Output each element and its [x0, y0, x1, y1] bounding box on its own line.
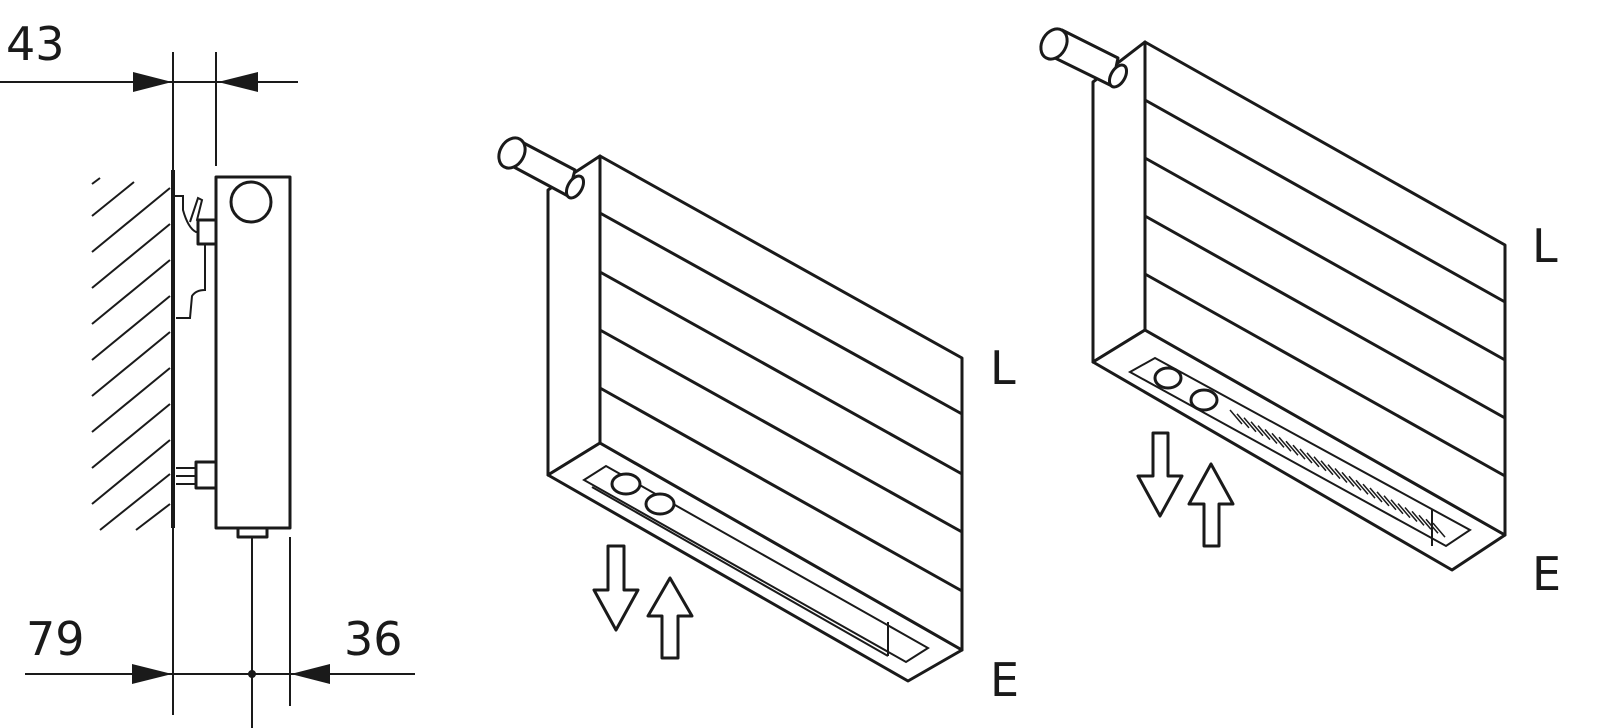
- radiator-rear-view: L E: [1039, 27, 1561, 601]
- pipe-connection: [610, 472, 642, 496]
- radiator-side-face: [546, 154, 602, 477]
- convector-fin: [1390, 499, 1404, 515]
- radiator-front-view: L E: [497, 136, 1019, 707]
- convector-fin: [1306, 452, 1320, 468]
- convector-fin: [1376, 491, 1390, 507]
- arrow-up-icon: [646, 576, 694, 660]
- grille-line: [591, 486, 889, 657]
- convector-fin: [1271, 432, 1285, 448]
- bottom-grille-opening: [1127, 356, 1472, 548]
- wall-hatching: [91, 177, 171, 531]
- convector-fin: [1404, 507, 1418, 522]
- arrow-down-icon: [1136, 431, 1184, 518]
- center-dot: [248, 670, 256, 678]
- thermostat-valve: [497, 136, 586, 200]
- convector-fin: [1285, 440, 1299, 456]
- convector-fin: [1327, 464, 1341, 480]
- bottom-connector: [236, 526, 269, 539]
- arrow-down-icon: [592, 544, 640, 632]
- convector-fins: [1229, 409, 1446, 538]
- arrow-right-icon: [132, 664, 172, 684]
- convector-fin: [1411, 510, 1425, 526]
- radiator-section: [214, 175, 292, 530]
- convector-fin: [1229, 409, 1243, 425]
- convector-fin: [1341, 471, 1355, 487]
- convector-fin: [1369, 487, 1383, 503]
- pipe-connection: [1153, 366, 1183, 390]
- dimension-79: 79: [26, 612, 85, 666]
- convector-fin: [1313, 456, 1327, 472]
- convector-fin: [1334, 468, 1348, 483]
- convector-fin: [1264, 429, 1278, 444]
- convector-fin: [1432, 522, 1446, 538]
- side-view: 43: [0, 17, 415, 728]
- convector-fin: [1418, 514, 1432, 530]
- convector-fin: [1383, 495, 1397, 511]
- bracket-bottom-mount: [194, 460, 218, 490]
- label-L: L: [990, 341, 1016, 395]
- arrow-right-icon: [133, 72, 172, 92]
- convector-fin: [1348, 475, 1362, 491]
- convector-fin: [1278, 436, 1292, 452]
- pipe-connection: [1189, 388, 1219, 412]
- convector-fin: [1243, 417, 1257, 433]
- radiator-front-face: [598, 154, 964, 652]
- radiator-front-face: [1143, 40, 1507, 537]
- pipe-connection: [644, 492, 676, 516]
- radiator-panel-lines: [599, 211, 963, 593]
- arrow-left-icon: [291, 664, 330, 684]
- convector-fin: [1320, 460, 1334, 476]
- radiator-side-face: [1091, 40, 1147, 364]
- arrow-up-icon: [1187, 462, 1235, 548]
- wall-bracket: [175, 195, 206, 319]
- convector-fin: [1362, 483, 1376, 499]
- convector-fin: [1299, 448, 1313, 464]
- pipe-circle: [229, 180, 273, 224]
- convector-fin: [1355, 479, 1369, 495]
- label-E: E: [990, 653, 1019, 707]
- convector-fin: [1257, 425, 1271, 441]
- thermostat-valve: [1039, 27, 1129, 89]
- bottom-grille-opening: [582, 464, 930, 664]
- convector-fin: [1236, 413, 1250, 429]
- convector-fin: [1397, 503, 1411, 519]
- label-E: E: [1532, 547, 1561, 601]
- bracket-top-mount: [196, 218, 218, 246]
- arrow-left-icon: [218, 72, 258, 92]
- convector-fin: [1292, 444, 1306, 460]
- radiator-panel-lines: [1144, 98, 1506, 478]
- dimension-43: 43: [6, 17, 65, 71]
- label-L: L: [1532, 219, 1558, 273]
- dimension-36: 36: [344, 612, 403, 666]
- convector-fin: [1250, 421, 1264, 437]
